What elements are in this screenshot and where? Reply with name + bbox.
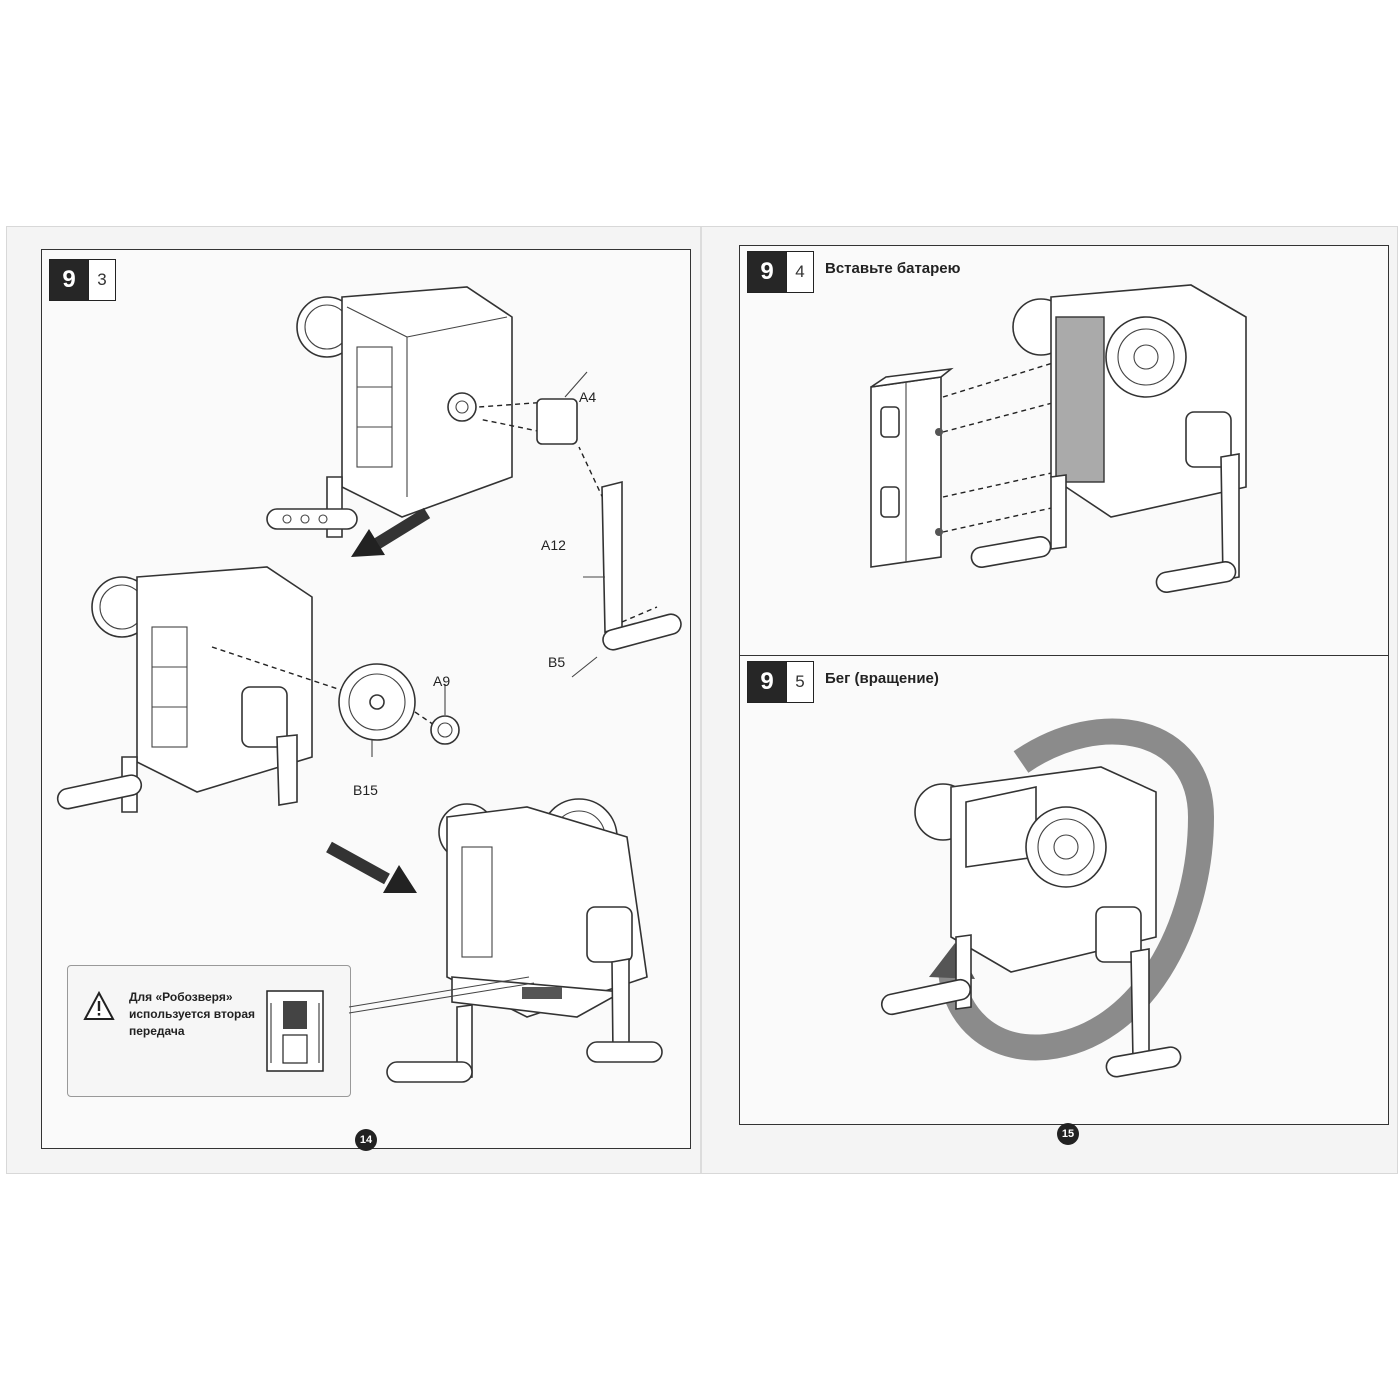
assembly-direction-arrow-2 xyxy=(326,841,417,893)
step-minor-number: 3 xyxy=(88,260,115,300)
instruction-booklet-spread: 9 3 A4 xyxy=(6,226,1398,1174)
page-number-left: 14 xyxy=(355,1129,377,1151)
part-label-a12: A12 xyxy=(541,537,566,553)
part-label-a4: A4 xyxy=(579,389,597,405)
step-minor-number: 5 xyxy=(786,662,813,702)
gear-note-text: Для «Робозверя» используется вторая пере… xyxy=(129,990,256,1038)
left-page: 9 3 A4 xyxy=(7,227,701,1173)
running-rotation-illustration xyxy=(880,718,1215,1078)
battery-insertion-illustration xyxy=(870,284,1247,594)
step-9-4-title: Вставьте батарею xyxy=(825,260,961,277)
step-badge-9-4: 9 4 xyxy=(747,251,814,293)
part-label-b15: B15 xyxy=(353,782,378,798)
step-9-5-title: Бег (вращение) xyxy=(825,670,939,687)
step-major-number: 9 xyxy=(748,252,786,292)
step-badge-9-3: 9 3 xyxy=(49,259,116,301)
step-major-number: 9 xyxy=(748,662,786,702)
gearbox-assembly-illustration-top xyxy=(266,286,682,678)
assembly-direction-arrow-1 xyxy=(351,507,431,557)
note-leader-line xyxy=(348,976,535,1014)
gearbox-assembly-illustration-bottom xyxy=(386,798,663,1083)
booklet-spine xyxy=(700,227,702,1173)
gearbox-assembly-illustration-middle xyxy=(56,566,460,813)
page-number-right: 15 xyxy=(1057,1123,1079,1145)
warning-triangle-icon xyxy=(83,990,115,1020)
gear-selector-illustration xyxy=(266,990,324,1072)
step-badge-9-5: 9 5 xyxy=(747,661,814,703)
right-page: 9 4 Вставьте батарею xyxy=(701,227,1397,1173)
part-label-b5: B5 xyxy=(548,654,566,670)
step-major-number: 9 xyxy=(50,260,88,300)
part-label-a9: A9 xyxy=(433,673,451,689)
step-minor-number: 4 xyxy=(786,252,813,292)
